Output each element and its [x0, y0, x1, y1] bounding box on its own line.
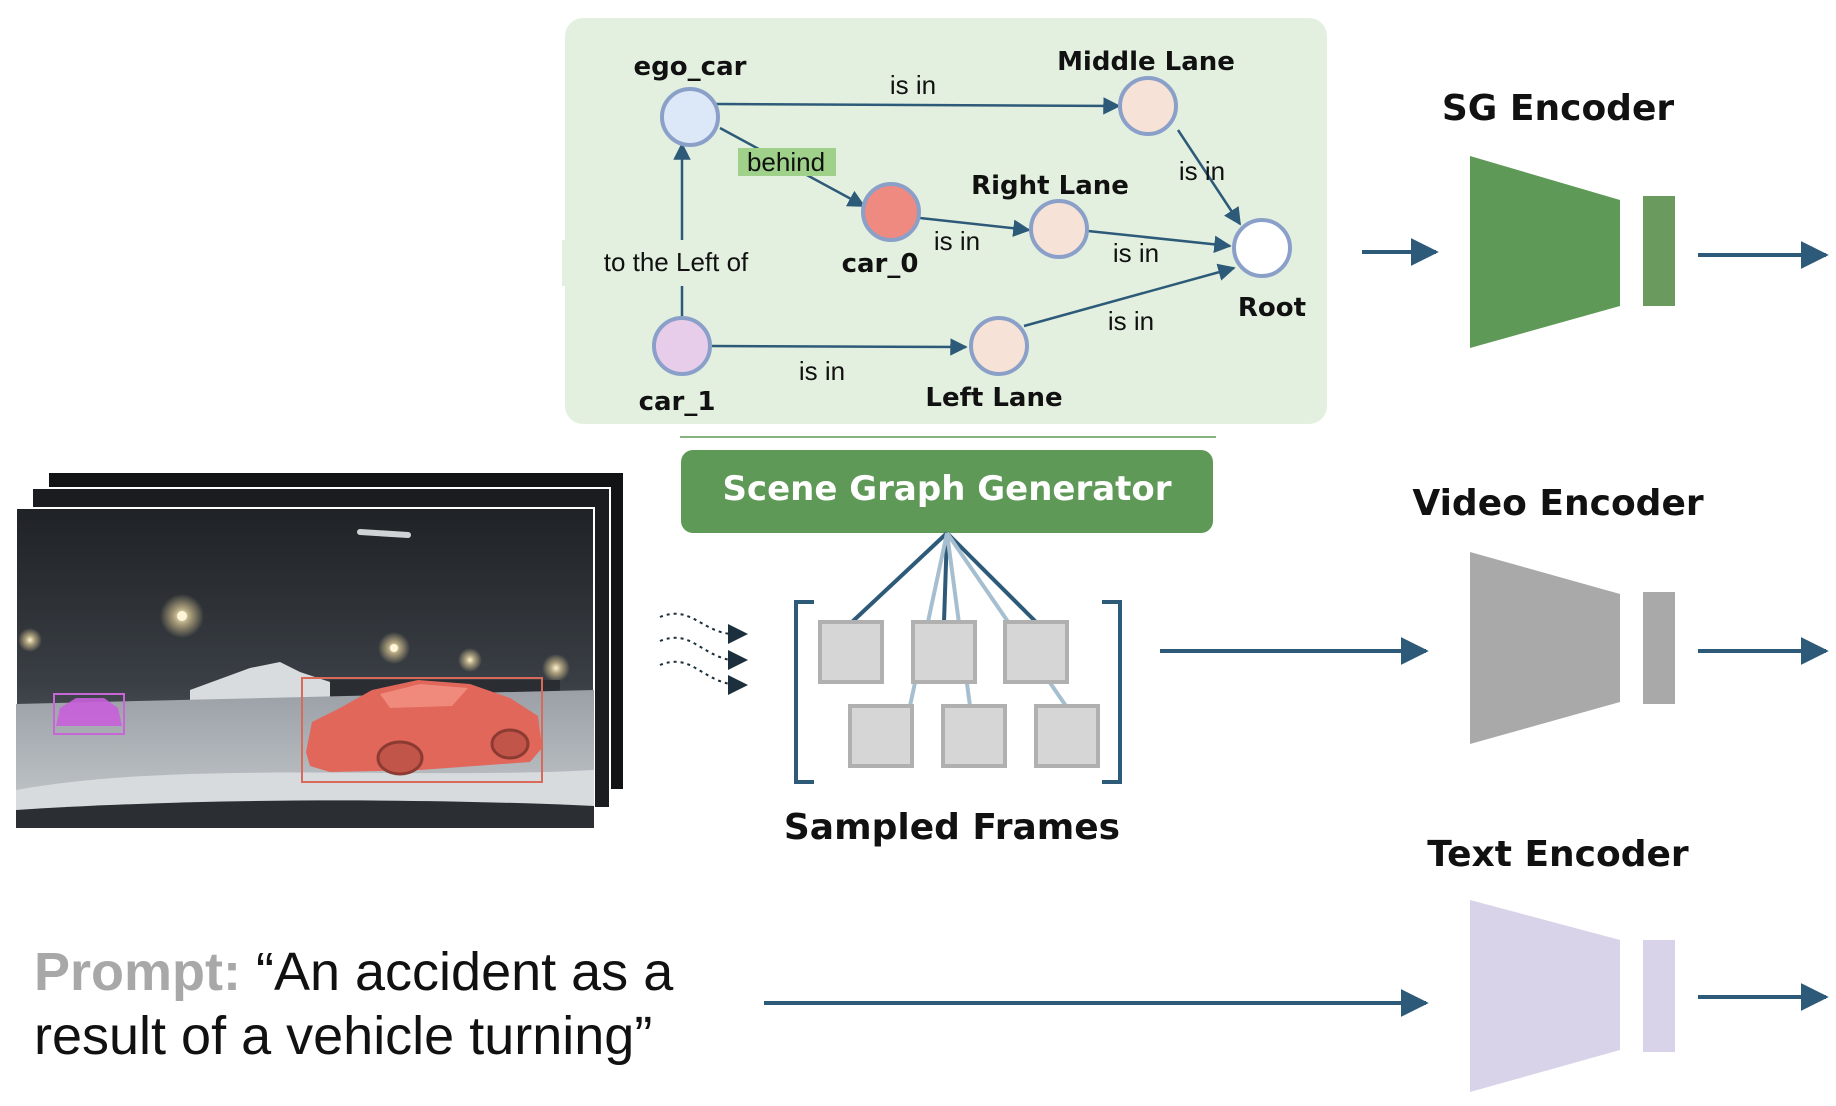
- prompt-line-2: result of a vehicle turning”: [34, 1006, 652, 1066]
- text-encoder-bar: [1643, 940, 1675, 1052]
- sg-encoder-title: SG Encoder: [1442, 88, 1674, 129]
- video-to-frames-arrows: [659, 612, 748, 695]
- node-middle-lane: [1118, 76, 1178, 136]
- prompt-line-1: Prompt: “An accident as a: [34, 942, 674, 1002]
- video-encoder-bar: [1643, 592, 1675, 704]
- edge-label-middle-root: is in: [1179, 156, 1225, 186]
- node-left-lane: [969, 316, 1029, 376]
- frame-box: [1003, 620, 1069, 684]
- edge-label-car0-right: is in: [934, 226, 980, 256]
- node-car-1: [652, 316, 712, 376]
- edge-car0-right: [919, 216, 1031, 237]
- frame-box: [818, 620, 884, 684]
- car-1-mask: [53, 693, 125, 735]
- frame-box: [848, 704, 914, 768]
- video-encoder-trapezoid: [1470, 552, 1620, 744]
- prompt-label: Prompt:: [34, 942, 241, 1002]
- scene-graph-panel: ego_car Middle Lane Right Lane car_0 Roo…: [562, 18, 1327, 424]
- text-encoder: Text Encoder: [1427, 834, 1829, 1092]
- right-bracket: [1102, 600, 1122, 784]
- label-left-lane: Left Lane: [925, 383, 1062, 413]
- edge-label-right-root: is in: [1113, 238, 1159, 268]
- label-car-1: car_1: [639, 387, 716, 417]
- edge-ego-middle: [715, 97, 1121, 115]
- behind-highlight: [738, 148, 836, 176]
- edge-label-ego-middle: is in: [890, 70, 936, 100]
- sg-encoder-bar: [1643, 196, 1675, 306]
- edge-right-root: [1087, 229, 1232, 254]
- sg-encoder: SG Encoder: [1442, 88, 1829, 348]
- node-right-lane: [1029, 199, 1089, 259]
- video-encoder-title: Video Encoder: [1412, 483, 1703, 524]
- edge-middle-root: [1176, 129, 1242, 226]
- dashcam-frame: [15, 507, 595, 829]
- label-middle-lane: Middle Lane: [1057, 47, 1235, 77]
- scene-graph-generator: Scene Graph Generator: [681, 450, 1213, 533]
- edge-left-root: [1023, 263, 1236, 328]
- label-ego-car: ego_car: [634, 52, 747, 82]
- node-root: [1232, 218, 1292, 278]
- car-0-mask: [301, 677, 543, 783]
- prompt-text-line-1: “An accident as a: [241, 942, 674, 1002]
- left-bracket: [794, 600, 814, 784]
- edge-label-left-root: is in: [1108, 306, 1154, 336]
- frame-box: [1034, 704, 1100, 768]
- sg-encoder-trapezoid: [1470, 156, 1620, 348]
- sampled-frames-label: Sampled Frames: [784, 807, 1120, 848]
- generator-label: Scene Graph Generator: [722, 469, 1171, 509]
- node-car-0: [861, 182, 921, 242]
- edge-label-ego-car0: behind: [747, 147, 825, 177]
- video-frame-stack: [15, 471, 625, 829]
- label-car-0: car_0: [842, 249, 919, 279]
- edge-label-car1-ego: to the Left of: [604, 247, 749, 277]
- edge-label-car1-left: is in: [799, 356, 845, 386]
- sampled-frames: Sampled Frames: [784, 600, 1122, 848]
- frame-box: [941, 704, 1007, 768]
- video-encoder: Video Encoder: [1412, 483, 1829, 744]
- frame-box: [911, 620, 977, 684]
- text-encoder-trapezoid: [1470, 900, 1620, 1092]
- prompt-block: Prompt: “An accident as a result of a ve…: [34, 942, 674, 1066]
- label-right-lane: Right Lane: [971, 171, 1129, 201]
- edge-car1-left: [711, 338, 968, 356]
- node-ego-car: [660, 87, 720, 147]
- label-root: Root: [1238, 293, 1306, 323]
- text-encoder-title: Text Encoder: [1427, 834, 1689, 875]
